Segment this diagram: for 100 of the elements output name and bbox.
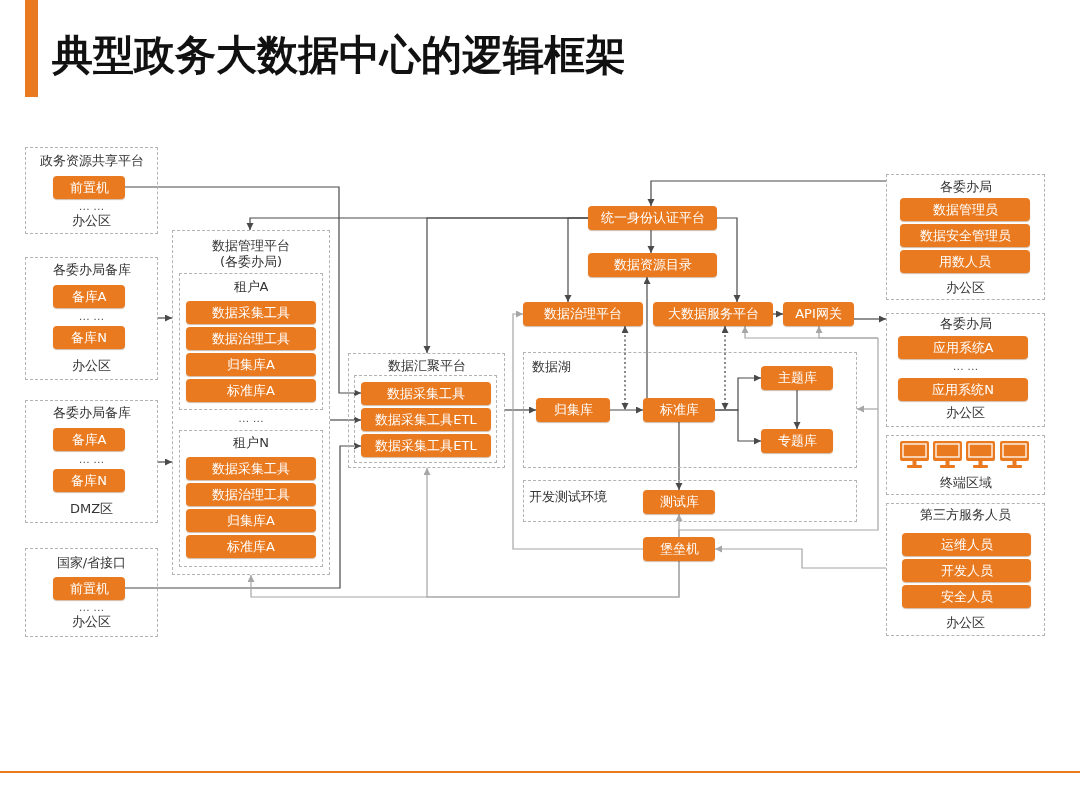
module-box: 应用系统A [898, 336, 1028, 359]
group-title: 第三方服务人员 [920, 507, 1011, 523]
arrow [329, 416, 362, 424]
zone-label: 办公区 [72, 614, 111, 630]
dashed-frame [886, 435, 1045, 495]
dashed-frame [25, 548, 158, 637]
module-box: 前置机 [53, 176, 125, 199]
module-box: 大数据服务平台 [653, 302, 773, 326]
module-box: 主题库 [761, 366, 833, 390]
arrow [793, 389, 801, 430]
zone-label: 办公区 [946, 405, 985, 421]
module-box: 测试库 [643, 490, 715, 514]
module-box: 归集库A [186, 353, 316, 376]
module-box: 安全人员 [902, 585, 1031, 608]
dashed-frame [886, 174, 1045, 300]
arrow [124, 442, 362, 589]
ellipsis: … … [78, 312, 105, 322]
dashed-frame [886, 503, 1045, 636]
dashed-frame [179, 430, 323, 567]
module-box: 备库A [53, 285, 125, 308]
group-title: 数据湖 [532, 359, 571, 375]
arrow [647, 229, 655, 254]
arrow [675, 421, 683, 491]
arrow [609, 406, 644, 414]
arrow [856, 405, 879, 413]
arrow [512, 310, 644, 550]
module-box: 标准库A [186, 379, 316, 402]
zone-label: 办公区 [72, 358, 111, 374]
module-box: 归集库A [186, 509, 316, 532]
module-box: 运维人员 [902, 533, 1031, 556]
arrow [504, 406, 537, 414]
module-box: 用数人员 [900, 250, 1030, 273]
module-box: 应用系统N [898, 378, 1028, 401]
group-title: 开发测试环境 [529, 489, 607, 505]
arrow [423, 467, 680, 598]
module-box: 备库A [53, 428, 125, 451]
arrow [815, 325, 879, 339]
title: 典型政务大数据中心的逻辑框架 [52, 30, 626, 80]
module-box: 数据采集工具 [186, 457, 316, 480]
arrow [772, 310, 784, 318]
module-box: 备库N [53, 326, 125, 349]
group-title: 数据汇聚平台 [387, 358, 466, 374]
module-box: API网关 [783, 302, 854, 326]
group-title: 各委办局 [939, 179, 992, 195]
ellipsis: … … [78, 455, 105, 465]
module-box: 统一身份认证平台 [588, 206, 717, 230]
dotted-arrow [621, 325, 629, 411]
module-box: 开发人员 [902, 559, 1031, 582]
module-box: 数据采集工具ETL [361, 434, 491, 457]
dashed-frame [172, 230, 330, 575]
module-box: 数据安全管理员 [900, 224, 1030, 247]
module-box: 数据采集工具 [186, 301, 316, 324]
arrow [643, 276, 651, 399]
group-title: 租户N [233, 435, 269, 451]
ellipsis: … … [238, 414, 264, 424]
module-box: 数据治理工具 [186, 483, 316, 506]
arrow [564, 217, 589, 303]
ellipsis: … … [78, 202, 105, 212]
arrow [714, 409, 762, 445]
ellipsis: … … [78, 603, 105, 613]
module-box: 数据采集工具 [361, 382, 491, 405]
group-title: 政务资源共享平台 [39, 153, 144, 169]
dashed-frame [25, 400, 158, 523]
module-box: 堡垒机 [643, 537, 715, 561]
dashed-frame [523, 352, 857, 468]
dashed-frame [348, 353, 505, 468]
arrow [716, 217, 741, 303]
module-box: 备库N [53, 469, 125, 492]
module-box: 数据管理员 [900, 198, 1030, 221]
zone-label: 办公区 [946, 280, 985, 296]
module-box: 数据资源目录 [588, 253, 717, 277]
arrow [647, 180, 887, 207]
arrow [714, 545, 887, 569]
arrow [853, 315, 887, 323]
group-title: 数据管理平台(各委办局) [211, 238, 291, 270]
group-title: 各委办局 [939, 316, 992, 332]
dashed-frame [354, 375, 497, 463]
dashed-frame [179, 273, 323, 410]
dashed-frame [523, 480, 857, 522]
dashed-frame [25, 257, 158, 380]
module-box: 数据治理工具 [186, 327, 316, 350]
dashed-frame [25, 147, 158, 234]
module-box: 数据采集工具ETL [361, 408, 491, 431]
ellipsis: … … [952, 362, 979, 372]
dotted-arrow [721, 325, 729, 411]
module-box: 数据治理平台 [523, 302, 643, 326]
group-title: 各委办局备库 [52, 405, 131, 421]
group-title: 终端区域 [939, 475, 992, 491]
dashed-frame [886, 313, 1045, 427]
module-box: 归集库 [536, 398, 610, 422]
group-title: 租户A [233, 279, 269, 295]
module-box: 标准库A [186, 535, 316, 558]
group-title: 各委办局备库 [52, 262, 131, 278]
arrow [157, 314, 173, 322]
zone-label: DMZ区 [69, 501, 114, 517]
module-box: 前置机 [53, 577, 125, 600]
zone-label: 办公区 [946, 615, 985, 631]
module-box: 专题库 [761, 429, 833, 453]
arrow [124, 186, 362, 397]
module-box: 标准库 [643, 398, 715, 422]
